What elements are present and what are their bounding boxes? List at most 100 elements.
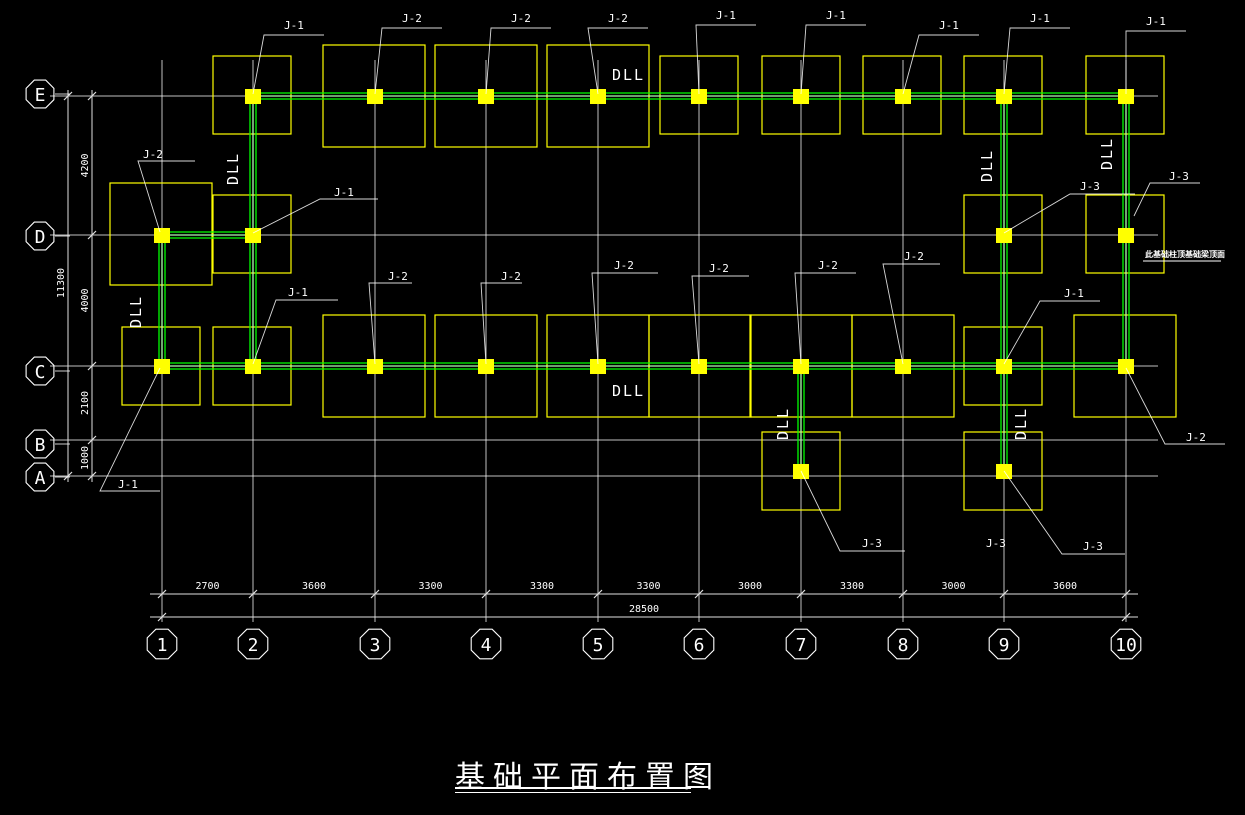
dll-label-v2: DLL <box>127 295 145 328</box>
dim-left-span-1: 4200 <box>80 153 91 177</box>
axis-bubble-row-E <box>25 79 55 109</box>
label-c1-line <box>99 367 161 492</box>
label-top-8: J-1 <box>1030 12 1050 25</box>
axis-label-col-3: 3 <box>370 635 381 656</box>
label-d10: J-3 <box>1169 170 1189 183</box>
dim-tick-9 <box>999 589 1009 599</box>
axis-label-col-9: 9 <box>999 635 1010 656</box>
column-12 <box>996 228 1012 243</box>
footing-12 <box>963 194 1043 274</box>
label-a9-line <box>1003 470 1125 555</box>
axis-bubble-row-D <box>25 221 55 251</box>
label-c5: J-2 <box>614 259 634 272</box>
label-a9: J-3 <box>1083 540 1103 553</box>
dim-tick-8 <box>898 589 908 599</box>
dim-tick-3 <box>370 589 380 599</box>
column-17 <box>478 359 494 374</box>
footing-9 <box>1085 55 1165 135</box>
label-c7-line <box>794 272 856 365</box>
dim-tick-7 <box>796 589 806 599</box>
dim-span-6: 3000 <box>738 581 762 592</box>
axis-label-col-8: 8 <box>898 635 909 656</box>
footing-8 <box>963 55 1043 135</box>
axis-bubble-col-8 <box>887 628 919 660</box>
column-18 <box>590 359 606 374</box>
axis-label-row-E: E <box>35 85 46 106</box>
dim-tick-left-5 <box>87 471 97 481</box>
dim-tick-6 <box>694 589 704 599</box>
dll-label-bottom: DLL <box>612 382 645 400</box>
axis-bubble-col-7 <box>785 628 817 660</box>
label-c9-line <box>1003 300 1100 365</box>
column-21 <box>895 359 911 374</box>
label-top-2: J-2 <box>402 12 422 25</box>
foundation-beams <box>158 92 1130 471</box>
dim-total: 28500 <box>629 604 659 615</box>
label-top-3-line <box>485 27 551 95</box>
axis-label-col-10: 10 <box>1115 635 1137 656</box>
axis-label-col-5: 5 <box>593 635 604 656</box>
label-top-2-line <box>374 27 442 95</box>
label-top-7-line <box>902 34 979 95</box>
label-c3: J-2 <box>388 270 408 283</box>
dll-label-v3: DLL <box>978 149 996 182</box>
dll-label-v4: DLL <box>1098 137 1116 170</box>
column-13 <box>1118 228 1134 243</box>
drawing-title: 基础平面布置图 <box>455 760 721 795</box>
label-c9: J-1 <box>1064 287 1084 300</box>
dim-tick-5 <box>593 589 603 599</box>
footing-1 <box>212 55 292 135</box>
axis-bubble-col-9 <box>988 628 1020 660</box>
label-top-5: J-1 <box>716 9 736 22</box>
axis-bubble-col-2 <box>237 628 269 660</box>
label-c6-line <box>691 275 749 365</box>
column-6 <box>793 89 809 104</box>
dll-label-v1: DLL <box>224 152 242 185</box>
label-c4: J-2 <box>501 270 521 283</box>
axis-bubble-col-5 <box>582 628 614 660</box>
footing-25 <box>963 431 1043 511</box>
label-c10-line <box>1125 367 1225 445</box>
column-8 <box>996 89 1012 104</box>
label-a9-under: J-3 <box>986 537 1006 550</box>
column-2 <box>367 89 383 104</box>
axis-label-col-7: 7 <box>796 635 807 656</box>
dim-left-total: 11300 <box>56 268 67 298</box>
column-16 <box>367 359 383 374</box>
axis-label-row-A: A <box>35 468 46 489</box>
dll-label-v5: DLL <box>774 407 792 440</box>
dim-tick-left-total-a <box>63 91 73 101</box>
footing-7 <box>862 55 942 135</box>
column-5 <box>691 89 707 104</box>
axis-bubble-col-10 <box>1110 628 1142 660</box>
title-underline-thin <box>455 792 691 793</box>
column-10 <box>154 228 170 243</box>
column-3 <box>478 89 494 104</box>
title-underline <box>455 787 691 789</box>
axis-bubble-row-C <box>25 356 55 386</box>
label-top-6-line <box>800 24 866 95</box>
column-14 <box>154 359 170 374</box>
dim-left-span-4: 1000 <box>80 446 91 470</box>
axis-bubble-col-3 <box>359 628 391 660</box>
label-d2-line <box>252 198 378 234</box>
dim-span-3: 3300 <box>418 581 442 592</box>
axis-label-col-4: 4 <box>481 635 492 656</box>
dim-span-2: 3600 <box>302 581 326 592</box>
axis-bubble-col-4 <box>470 628 502 660</box>
label-c5-line <box>591 272 658 365</box>
column-7 <box>895 89 911 104</box>
label-c2: J-1 <box>288 286 308 299</box>
label-d1: J-2 <box>143 148 163 161</box>
label-top-9: J-1 <box>1146 15 1166 28</box>
axis-bubble-col-6 <box>683 628 715 660</box>
label-top-4-line <box>587 27 648 95</box>
axis-label-col-2: 2 <box>248 635 259 656</box>
label-c8-line <box>882 263 940 365</box>
column-23 <box>1118 359 1134 374</box>
label-c4-line <box>480 282 522 365</box>
label-top-8-line <box>1003 27 1070 95</box>
label-top-4: J-2 <box>608 12 628 25</box>
